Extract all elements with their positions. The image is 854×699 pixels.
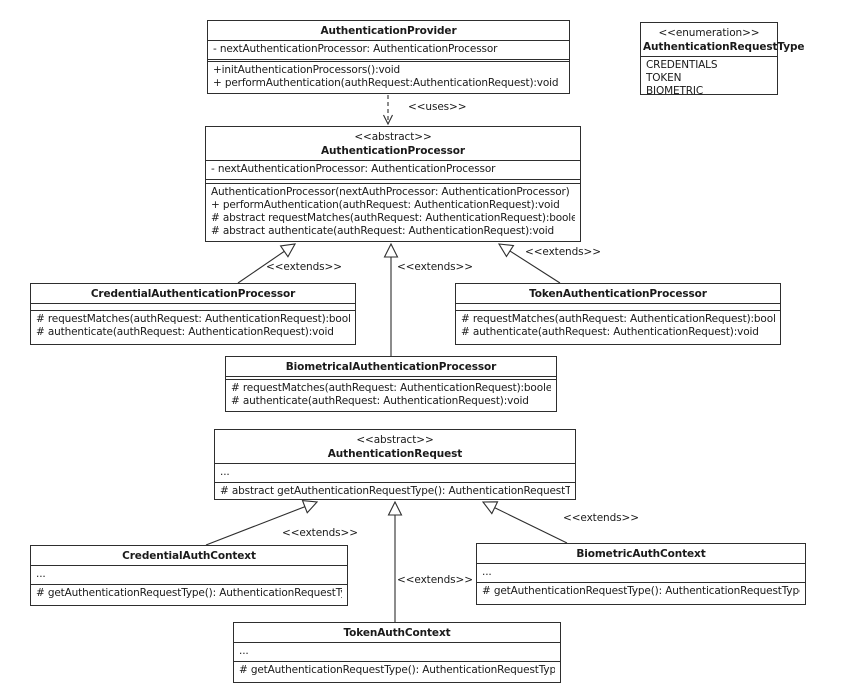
method-row: + performAuthentication(authRequest:Auth…: [213, 77, 559, 89]
class-title: AuthenticationProvider: [208, 21, 569, 41]
attribute-row: ...: [482, 566, 492, 578]
attribute-row: - nextAuthenticationProcessor: Authentic…: [211, 163, 496, 175]
attributes-section-empty: [31, 304, 355, 311]
class-title: BiometricalAuthenticationProcessor: [226, 357, 556, 377]
methods-section: # getAuthenticationRequestType(): Authen…: [234, 662, 560, 682]
method-row: # getAuthenticationRequestType(): Authen…: [482, 585, 800, 597]
attribute-row: - nextAuthenticationProcessor: Authentic…: [213, 43, 498, 55]
enum-value: TOKEN: [646, 72, 682, 84]
method-row: # abstract requestMatches(authRequest: A…: [211, 212, 575, 224]
class-name: AuthenticationProvider: [320, 25, 457, 37]
class-name: AuthenticationRequest: [327, 448, 463, 460]
section-divider: [206, 180, 580, 184]
methods-section: # getAuthenticationRequestType(): Authen…: [477, 583, 805, 604]
class-box-biometric-auth-context: BiometricAuthContext ... # getAuthentica…: [476, 543, 806, 605]
extends-label: <<extends>>: [563, 512, 639, 524]
attribute-row: ...: [239, 645, 249, 657]
method-row: # getAuthenticationRequestType(): Authen…: [239, 664, 555, 676]
methods-section: # requestMatches(authRequest: Authentica…: [31, 311, 355, 344]
method-row: # authenticate(authRequest: Authenticati…: [36, 326, 334, 338]
class-box-biometrical-authentication-processor: BiometricalAuthenticationProcessor # req…: [225, 356, 557, 412]
extends-arrow-biometric-context: [481, 501, 568, 544]
extends-label: <<extends>>: [397, 261, 473, 273]
attributes-section: ...: [477, 564, 805, 583]
attributes-section: ...: [234, 643, 560, 662]
extends-label: <<extends>>: [525, 246, 601, 258]
uses-label: <<uses>>: [408, 101, 467, 113]
class-title: CredentialAuthenticationProcessor: [31, 284, 355, 304]
class-title: TokenAuthenticationProcessor: [456, 284, 780, 304]
method-row: AuthenticationProcessor(nextAuthProcesso…: [211, 186, 570, 198]
class-name: CredentialAuthContext: [122, 550, 256, 562]
class-box-authentication-request: <<abstract>> AuthenticationRequest ... #…: [214, 429, 576, 500]
enum-name: AuthenticationRequestType: [643, 41, 805, 53]
enum-title: <<enumeration>> AuthenticationRequestTyp…: [641, 23, 805, 57]
method-row: +initAuthenticationProcessors():void: [213, 64, 401, 76]
class-name: BiometricAuthContext: [576, 548, 706, 560]
class-box-authentication-provider: AuthenticationProvider - nextAuthenticat…: [207, 20, 570, 94]
class-name: BiometricalAuthenticationProcessor: [285, 361, 497, 373]
class-box-token-auth-context: TokenAuthContext ... # getAuthentication…: [233, 622, 561, 683]
method-row: # abstract authenticate(authRequest: Aut…: [211, 225, 555, 237]
methods-section: # getAuthenticationRequestType(): Authen…: [31, 585, 347, 605]
attribute-row: ...: [220, 466, 230, 478]
class-name: AuthenticationProcessor: [321, 145, 465, 157]
methods-section: # requestMatches(authRequest: Authentica…: [226, 380, 556, 411]
class-box-authentication-processor: <<abstract>> AuthenticationProcessor - n…: [205, 126, 581, 242]
stereotype-label: <<abstract>>: [356, 434, 434, 446]
class-title: CredentialAuthContext: [31, 546, 347, 566]
method-row: # requestMatches(authRequest: Authentica…: [231, 382, 551, 394]
method-row: # authenticate(authRequest: Authenticati…: [231, 395, 529, 407]
method-row: # abstract getAuthenticationRequestType(…: [220, 485, 570, 497]
attributes-section-empty: [226, 377, 556, 380]
class-title: TokenAuthContext: [234, 623, 560, 643]
method-row: # authenticate(authRequest: Authenticati…: [461, 326, 759, 338]
class-title: BiometricAuthContext: [477, 544, 805, 564]
methods-section: AuthenticationProcessor(nextAuthProcesso…: [206, 184, 580, 241]
method-row: # requestMatches(authRequest: Authentica…: [461, 313, 775, 325]
extends-label: <<extends>>: [397, 574, 473, 586]
class-box-credential-auth-context: CredentialAuthContext ... # getAuthentic…: [30, 545, 348, 606]
methods-section: +initAuthenticationProcessors():void + p…: [208, 62, 569, 93]
enum-box-authentication-request-type: <<enumeration>> AuthenticationRequestTyp…: [640, 22, 805, 97]
enum-values-section: CREDENTIALS TOKEN BIOMETRIC: [641, 57, 777, 101]
stereotype-label: <<enumeration>>: [658, 27, 760, 39]
extends-label: <<extends>>: [266, 261, 342, 273]
attributes-section: ...: [31, 566, 347, 585]
section-divider: [208, 60, 569, 62]
class-box-credential-authentication-processor: CredentialAuthenticationProcessor # requ…: [30, 283, 356, 345]
class-name: CredentialAuthenticationProcessor: [90, 288, 296, 300]
enum-value: CREDENTIALS: [646, 59, 718, 71]
attributes-section: - nextAuthenticationProcessor: Authentic…: [206, 161, 580, 180]
class-title: <<abstract>> AuthenticationRequest: [215, 430, 575, 464]
attributes-section-empty: [456, 304, 780, 311]
methods-section: # abstract getAuthenticationRequestType(…: [215, 483, 575, 501]
class-name: TokenAuthenticationProcessor: [529, 288, 707, 300]
extends-label: <<extends>>: [282, 527, 358, 539]
class-name: TokenAuthContext: [343, 627, 451, 639]
attribute-row: ...: [36, 568, 46, 580]
class-box-token-authentication-processor: TokenAuthenticationProcessor # requestMa…: [455, 283, 781, 345]
method-row: # requestMatches(authRequest: Authentica…: [36, 313, 350, 325]
class-title: <<abstract>> AuthenticationProcessor: [206, 127, 580, 161]
methods-section: # requestMatches(authRequest: Authentica…: [456, 311, 780, 344]
enum-value: BIOMETRIC: [646, 85, 704, 97]
attributes-section: ...: [215, 464, 575, 483]
method-row: + performAuthentication(authRequest: Aut…: [211, 199, 560, 211]
attributes-section: - nextAuthenticationProcessor: Authentic…: [208, 41, 569, 60]
method-row: # getAuthenticationRequestType(): Authen…: [36, 587, 342, 599]
stereotype-label: <<abstract>>: [354, 131, 432, 143]
